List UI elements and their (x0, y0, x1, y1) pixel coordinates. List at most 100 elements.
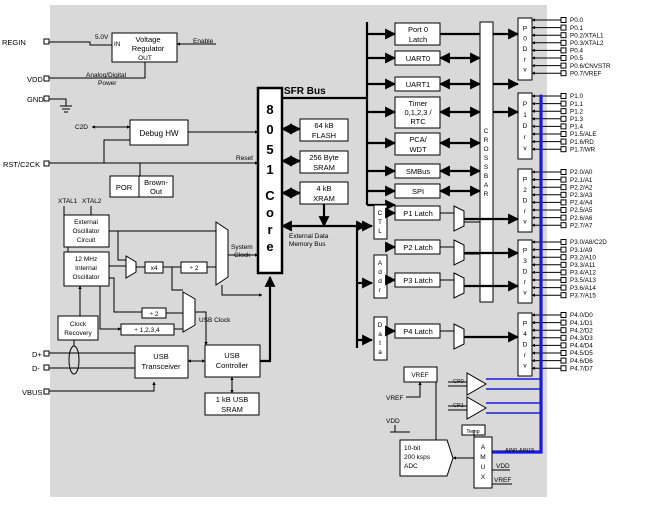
int-osc-label-1: 12 MHz (75, 256, 97, 263)
ext-mem-bus-label-1: External Data (289, 233, 329, 240)
pin-label-regin: REGIN (2, 38, 26, 47)
port-pin-pad (560, 100, 567, 107)
timer-label-2: 0,1,2,3 / (404, 108, 432, 117)
x4-label: x4 (151, 265, 158, 272)
comparator-cp1 (466, 396, 487, 420)
core-char: r (267, 222, 272, 237)
timer-label-3: RTC (410, 117, 426, 126)
port-pin-label: P1.7/WR (570, 146, 596, 153)
port-pin-pad (560, 93, 567, 99)
port-pin-label: P0.0 (570, 17, 583, 24)
debug-hw-label: Debug HW (139, 129, 179, 138)
port-pin-label: P0.1 (570, 25, 583, 32)
adc-block (399, 439, 454, 477)
usb-section: USB Transceiver USB Controller 1 kB USB … (49, 275, 276, 416)
crossbar-char: B (484, 173, 488, 180)
port-pin-pad (560, 39, 567, 46)
usb-sram-label-2: SRAM (221, 405, 243, 414)
usb-controller-label-2: Controller (216, 361, 249, 370)
amux-char: X (481, 474, 486, 481)
label-xtal1: XTAL1 (58, 198, 78, 205)
p1-mux (453, 205, 465, 232)
ext-mem-bus-label-2: Memory Bus (289, 241, 326, 248)
port-pin-pad (560, 47, 567, 54)
clock-mux-small (125, 255, 137, 279)
port-pin-pad (560, 334, 567, 341)
port-pin-pad (560, 342, 567, 349)
port-pin-pad (560, 184, 567, 191)
div1234-label: ÷ 1,2,3,4 (134, 327, 160, 334)
crossbar-char: R (484, 137, 489, 144)
port-pin-pad (560, 199, 567, 206)
port-pin-label: P4.0/D0 (570, 312, 593, 319)
port-pins: P0.0P0.1P0.2/XTAL1P0.3/XTAL2P0.4P0.5P0.6… (531, 17, 611, 372)
driver-label-char: D (523, 269, 528, 276)
usb-transceiver-label-2: Transceiver (142, 362, 181, 371)
addr-char: d (378, 278, 382, 285)
ext-osc-label-3: Circuit (77, 237, 96, 244)
port-pin-label: P1.0 (570, 93, 583, 100)
sram-label-1: 256 Byte (309, 153, 339, 162)
voltage-regulator-block: 5.0V IN Voltage Regulator OUT Enable Ana… (49, 32, 216, 87)
label-enable: Enable (193, 38, 214, 45)
p4-latch-label: P4 Latch (403, 327, 433, 336)
external-oscillator-block (63, 214, 110, 248)
port-pin-label: P4.1/D1 (570, 320, 593, 327)
left-pins: REGIN VDD GND RST/C2CK D+ D- VBUS (2, 38, 50, 397)
addr-char: A (378, 260, 383, 267)
usb-clock-mux (182, 291, 196, 333)
core-char: e (266, 239, 273, 254)
ground-symbol (49, 98, 72, 113)
debug-reset-section: C2D Debug HW Reset POR Brown- Out (49, 119, 259, 198)
port-pin-label: P2.2/A2 (570, 184, 593, 191)
port-pin-label: P4.4/D4 (570, 343, 593, 350)
port-latch-section: C T L A d d r D a t a P1 Latch P2 Latch … (367, 78, 520, 361)
driver-label-char: 1 (523, 112, 527, 119)
port-pin-label: P4.3/D3 (570, 335, 593, 342)
label-xtal2: XTAL2 (82, 198, 102, 205)
driver-label-char: r (524, 208, 527, 215)
driver-label-char: v (523, 145, 527, 152)
port-pin-label: P3.3/A11 (570, 262, 596, 269)
data-char: t (379, 340, 381, 347)
pin-label-vbus: VBUS (22, 388, 42, 397)
driver-label-char: r (524, 134, 527, 141)
port-pin-label: P2.5/A5 (570, 207, 593, 214)
port-pin-label: P1.3 (570, 116, 583, 123)
sfr-bus-label: SFR Bus (284, 86, 326, 97)
driver-label-char: r (524, 352, 527, 359)
driver-label-char: 0 (523, 36, 527, 43)
driver-label-char: D (523, 123, 528, 130)
p1-latch-label: P1 Latch (403, 209, 433, 218)
p4-mux (453, 323, 465, 350)
div2-label-b: ÷ 2 (150, 311, 159, 318)
flash-label-2: FLASH (312, 131, 336, 140)
core-char: 5 (266, 142, 273, 157)
port-pin-pad (560, 191, 567, 198)
vref-block-label: VREF (411, 372, 428, 379)
pin-dminus (43, 364, 50, 371)
flash-block (299, 118, 349, 142)
port-pin-label: P0.6/CNVSTR (570, 63, 611, 70)
driver-label-char: P (523, 177, 527, 184)
port-pin-pad (560, 131, 567, 137)
port-pin-label: P1.6/RD (570, 139, 594, 146)
port-pin-label: P3.0/A8/C2D (570, 239, 607, 246)
label-system-clock-1: System (231, 244, 253, 251)
clock-section: XTAL1 XTAL2 External Oscillator Circuit … (57, 198, 263, 346)
pin-vdd (43, 75, 50, 82)
port-pin-label: P4.6/D6 (570, 358, 593, 365)
ctl-char: T (378, 219, 382, 226)
label-vdd-adc: VDD (386, 418, 400, 425)
port-pin-pad (560, 17, 567, 23)
system-clock-mux (215, 221, 229, 286)
driver-label-char: D (523, 342, 528, 349)
core-8051-block (256, 86, 284, 275)
pin-label-gnd: GND (27, 95, 44, 104)
port-pin-label: P3.5/A13 (570, 277, 596, 284)
port-pin-pad (560, 62, 567, 69)
port-pin-label: P1.1 (570, 101, 583, 108)
port-pin-pad (560, 176, 567, 183)
amux-char: U (481, 464, 486, 471)
